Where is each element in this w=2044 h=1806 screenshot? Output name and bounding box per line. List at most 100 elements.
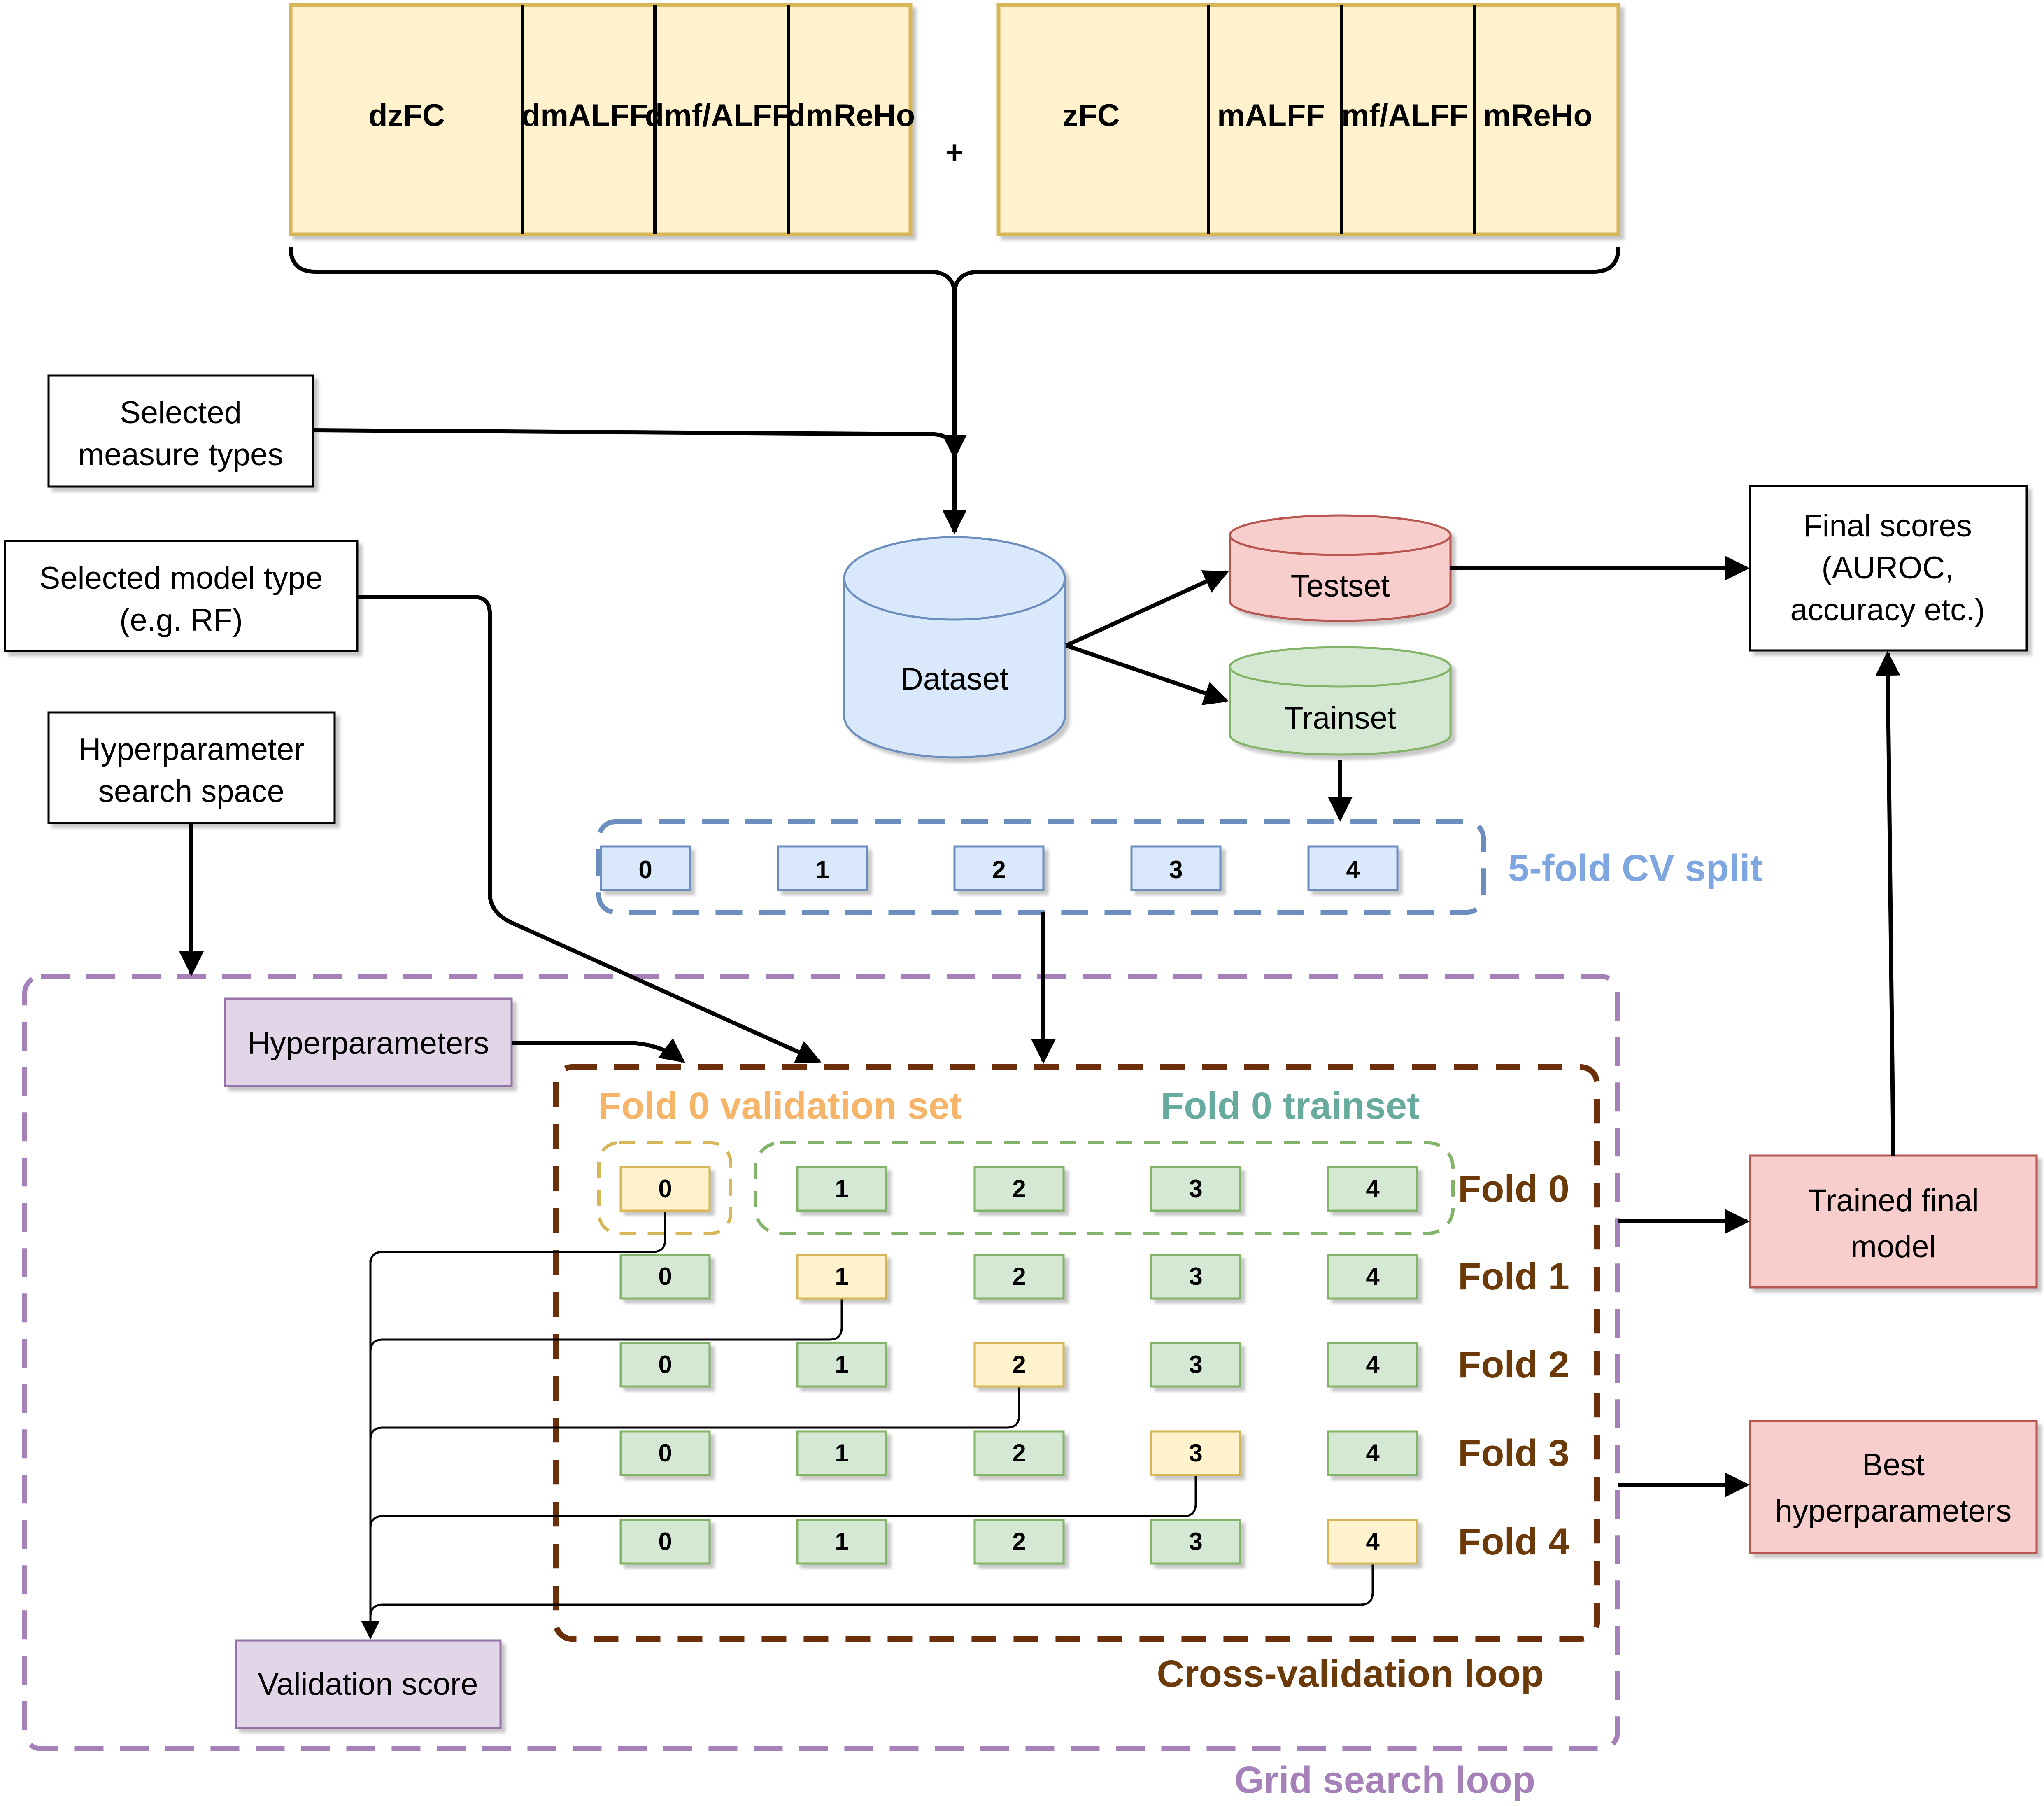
svg-text:0: 0 [658,1263,672,1290]
svg-text:search space: search space [98,774,284,809]
svg-text:Hyperparameter: Hyperparameter [78,732,304,767]
fold-label: Fold 4 [1458,1521,1569,1563]
train-fold-cell: 1 [796,1519,887,1565]
validation-fold-cell: 0 [619,1166,711,1212]
svg-text:1: 1 [835,1175,848,1202]
validation-collect-line [369,1298,843,1352]
cv-split-fold-0: 0 [600,845,691,891]
train-fold-cell: 2 [973,1430,1065,1476]
svg-text:4: 4 [1366,1439,1380,1467]
arrow-measure-types-to-dataset [313,428,967,459]
svg-text:Selected model type: Selected model type [40,561,323,596]
train-fold-cell: 2 [973,1254,1065,1300]
fold-row-3: 0 1 2 3 4 Fold 3 [619,1430,1569,1476]
cv-split-fold-2: 2 [953,845,1045,891]
validation-set-label: Fold 0 validation set [598,1085,962,1127]
svg-text:4: 4 [1366,1528,1380,1555]
validation-fold-cell: 4 [1327,1519,1418,1565]
cv-split-fold-3: 3 [1130,845,1222,891]
combine-brace [289,247,1620,293]
cv-split-fold-4: 4 [1307,845,1399,891]
svg-text:(e.g. RF): (e.g. RF) [119,603,243,638]
svg-text:Trained final: Trained final [1808,1183,1979,1218]
svg-text:1: 1 [835,1263,848,1290]
grid-search-label: Grid search loop [1234,1759,1535,1801]
svg-text:3: 3 [1169,856,1183,883]
final-scores-box: Final scores (AUROC, accuracy etc.) [1749,485,2028,652]
dataset-cylinder [843,536,1066,759]
validation-score-box: Validation score [235,1639,502,1729]
cv-split-label: 5-fold CV split [1508,847,1762,889]
svg-text:4: 4 [1346,856,1360,883]
validation-set-highlight [597,1141,732,1235]
model-type-box: Selected model type (e.g. RF) [4,540,359,652]
measure-cell: mReHo [1483,98,1592,133]
fold-label: Fold 3 [1458,1432,1569,1474]
svg-text:4: 4 [1366,1351,1380,1378]
svg-text:1: 1 [815,856,829,883]
trained-model-box: Trained final model [1749,1154,2038,1289]
svg-text:1: 1 [835,1351,848,1378]
validation-collect-line [369,1387,1020,1440]
fold-row-4: 0 1 2 3 4 Fold 4 [619,1519,1569,1565]
derived-measures-bar: dzFC dmALFF dmf/ALFF dmReHo [289,3,915,236]
measure-cell: mf/ALFF [1341,98,1468,133]
search-space-box: Hyperparameter search space [47,711,336,824]
svg-text:2: 2 [1012,1528,1026,1555]
train-fold-cell: 1 [796,1342,887,1388]
svg-text:0: 0 [658,1528,672,1555]
svg-text:2: 2 [1012,1175,1026,1202]
svg-text:4: 4 [1366,1263,1380,1290]
trainset-label-caption: Fold 0 trainset [1161,1085,1420,1127]
measure-types-box: Selected measure types [47,374,314,488]
train-fold-cell: 2 [973,1519,1065,1565]
measure-cell: dmf/ALFF [645,98,791,133]
train-fold-cell: 3 [1150,1166,1241,1212]
validation-collect-line [369,1564,1374,1617]
train-fold-cell: 4 [1327,1430,1418,1476]
validation-collect-line [369,1211,666,1265]
base-measures-bar: zFC mALFF mf/ALFF mReHo [996,3,1620,236]
train-fold-cell: 4 [1327,1342,1418,1388]
fold-label: Fold 0 [1458,1168,1569,1210]
svg-text:Final scores: Final scores [1803,508,1972,543]
svg-text:hyperparameters: hyperparameters [1775,1494,2012,1529]
validation-collect-line [369,1475,1197,1529]
svg-text:Validation score: Validation score [258,1667,478,1702]
svg-text:0: 0 [658,1439,672,1467]
train-fold-cell: 1 [796,1166,887,1212]
trainset-highlight [754,1141,1455,1235]
svg-text:(AUROC,: (AUROC, [1822,550,1954,585]
validation-fold-cell: 1 [796,1254,887,1300]
svg-text:3: 3 [1189,1175,1202,1202]
svg-text:1: 1 [835,1439,848,1467]
train-fold-cell: 3 [1150,1519,1241,1565]
hyperparameters-box: Hyperparameters [224,997,513,1087]
measure-cell: dmReHo [787,98,915,133]
svg-text:3: 3 [1189,1351,1202,1378]
validation-fold-cell: 2 [973,1342,1065,1388]
validation-fold-cell: 3 [1150,1430,1241,1476]
svg-text:Best: Best [1862,1447,1925,1482]
cross-validation-label: Cross-validation loop [1157,1653,1544,1695]
trainset-cylinder [1229,646,1452,756]
fold-label: Fold 1 [1458,1256,1569,1298]
svg-text:2: 2 [992,856,1006,883]
plus-sign: + [945,135,964,170]
cv-split-folds: 0 1 2 3 4 [600,845,1399,891]
svg-text:2: 2 [1012,1439,1026,1467]
arrow-dataset-to-trainset [1065,643,1229,705]
cross-validation-frame [553,1064,1600,1642]
svg-text:0: 0 [638,856,652,883]
arrow-hyperparameters-to-cv [512,1038,685,1063]
train-fold-cell: 1 [796,1430,887,1476]
fold-label: Fold 2 [1458,1344,1569,1386]
svg-text:2: 2 [1012,1263,1026,1290]
cv-split-fold-1: 1 [777,845,868,891]
train-fold-cell: 3 [1150,1342,1241,1388]
svg-text:Hyperparameters: Hyperparameters [247,1026,489,1061]
